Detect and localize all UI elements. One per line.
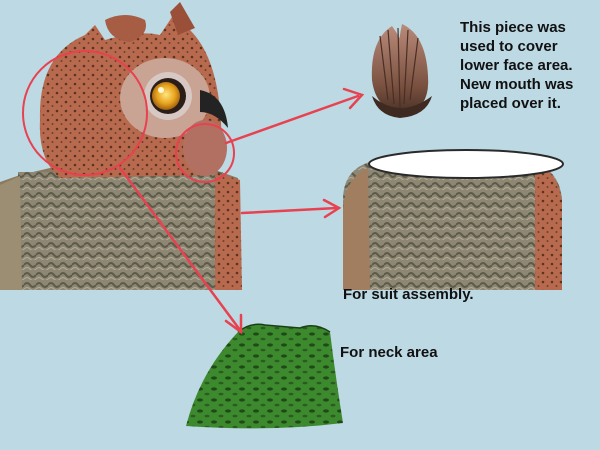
- green-neck-fabric-photo: [186, 324, 343, 428]
- neck-area-caption: For neck area: [340, 343, 438, 362]
- arrow-to-suit-assembly: [242, 208, 337, 213]
- feather-cluster-photo: [372, 24, 432, 118]
- owl-decoy-photo: [0, 2, 242, 290]
- feather-caption-line-1: This piece was: [460, 18, 573, 37]
- feather-caption-line-2: used to cover: [460, 37, 573, 56]
- feather-piece-caption: This piece was used to cover lower face …: [460, 18, 573, 113]
- suit-assembly-caption: For suit assembly.: [343, 285, 474, 304]
- feather-caption-line-4: New mouth was: [460, 75, 573, 94]
- feather-caption-line-3: lower face area.: [460, 56, 573, 75]
- feather-caption-line-5: placed over it.: [460, 94, 573, 113]
- owl-body-cutout-photo: [343, 150, 563, 290]
- arrow-to-feather-piece: [226, 96, 358, 143]
